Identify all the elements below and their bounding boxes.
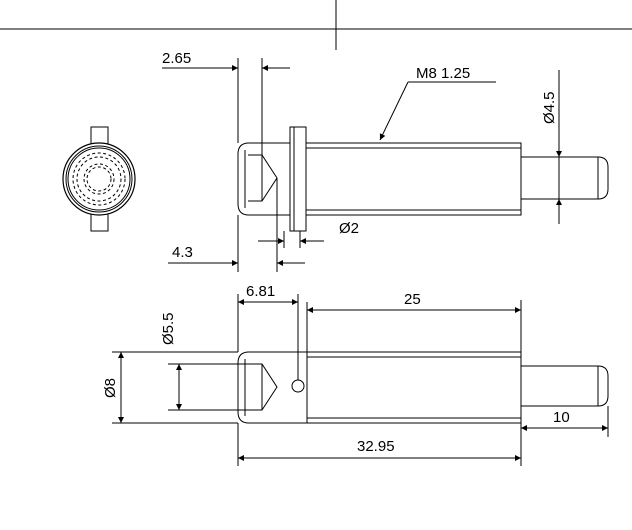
top-side-view — [237, 126, 609, 232]
dim-4-3-label: 4.3 — [172, 244, 193, 261]
dim-10 — [520, 406, 609, 437]
dim-dia-2 — [258, 231, 324, 248]
dim-2-65 — [162, 58, 290, 155]
end-view — [62, 126, 136, 232]
dim-thread — [379, 81, 496, 141]
dim-dia-8-label: Ø8 — [102, 378, 119, 398]
dim-10-label: 10 — [553, 409, 570, 426]
dim-6-81 — [237, 294, 299, 380]
dim-dia-5-5-label: Ø5.5 — [160, 312, 177, 345]
dim-dia-4-5 — [556, 70, 598, 224]
dim-thread-label: M8 1.25 — [416, 65, 470, 82]
sheet-border — [0, 0, 632, 50]
dim-25-label: 25 — [404, 291, 421, 308]
dim-32-95-label: 32.95 — [357, 438, 395, 455]
dim-dia-8 — [112, 351, 238, 424]
dim-6-81-label: 6.81 — [246, 283, 275, 300]
dim-dia-5-5 — [168, 363, 248, 411]
dim-2-65-label: 2.65 — [162, 50, 191, 67]
bottom-side-view — [237, 351, 609, 424]
dim-4-3 — [168, 178, 305, 272]
dim-25 — [306, 300, 522, 352]
dim-32-95 — [237, 423, 522, 466]
dim-dia-2-label: Ø2 — [339, 220, 359, 237]
dim-dia-4-5-label: Ø4.5 — [541, 91, 558, 124]
